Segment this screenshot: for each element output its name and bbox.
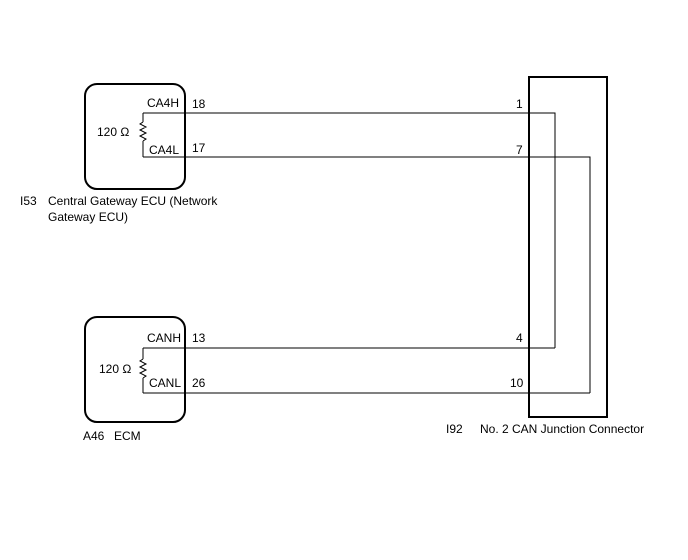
gateway-pin-low-number: 17 xyxy=(192,141,206,155)
junction-pin-1: 1 xyxy=(516,97,523,111)
gateway-code: I53 xyxy=(20,194,37,208)
ecm-pin-high-number: 13 xyxy=(192,331,206,345)
junction-pin-10: 10 xyxy=(510,376,524,390)
wire-ca4l xyxy=(143,156,591,393)
junction-pin-4: 4 xyxy=(516,331,523,345)
ecm-box xyxy=(84,316,186,423)
gateway-resistor-value: 120 Ω xyxy=(97,125,129,139)
gateway-pin-high-number: 18 xyxy=(192,97,206,111)
wire-ca4h xyxy=(143,112,556,348)
gateway-name-line2: Gateway ECU) xyxy=(48,210,128,224)
ecm-code: A46 xyxy=(83,429,105,443)
junction-name: No. 2 CAN Junction Connector xyxy=(480,422,644,436)
gateway-pin-high-label: CA4H xyxy=(147,96,179,110)
ecm-resistor-value: 120 Ω xyxy=(99,362,131,376)
ecm-pin-low-label: CANL xyxy=(149,376,181,390)
junction-code: I92 xyxy=(446,422,463,436)
gateway-resistor xyxy=(138,113,148,157)
ecm-pin-low-number: 26 xyxy=(192,376,206,390)
ecm-resistor xyxy=(138,348,148,393)
junction-pin-7: 7 xyxy=(516,143,523,157)
gateway-pin-low-label: CA4L xyxy=(149,143,179,157)
ecm-name: ECM xyxy=(114,429,141,443)
gateway-ecu-box xyxy=(84,83,186,190)
junction-connector-box xyxy=(528,76,608,418)
ecm-pin-high-label: CANH xyxy=(147,331,181,345)
gateway-name-line1: Central Gateway ECU (Network xyxy=(48,194,218,208)
